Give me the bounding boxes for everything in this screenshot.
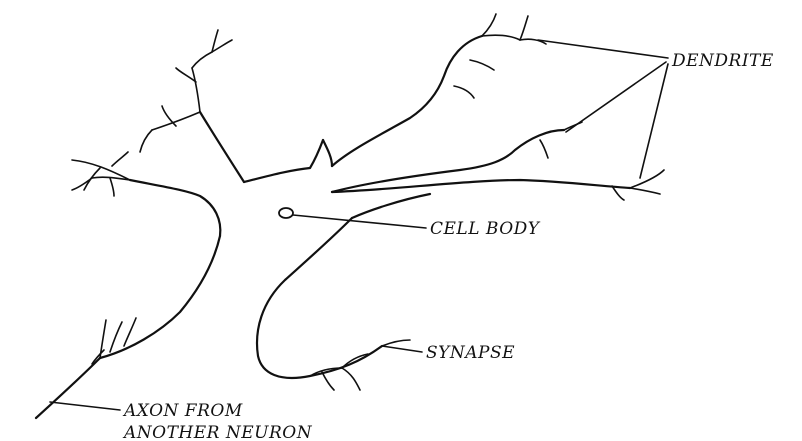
leader-dendrite-mid bbox=[566, 62, 666, 132]
dendrite-top-right bbox=[454, 14, 546, 98]
label-axon-line1: AXON FROM bbox=[122, 401, 243, 421]
soma-lower-left-edge bbox=[100, 236, 220, 358]
label-dendrite: DENDRITE bbox=[671, 51, 774, 71]
leader-axon bbox=[50, 402, 120, 410]
dendrite-left bbox=[72, 152, 130, 196]
soma-upper-right-edge bbox=[332, 36, 482, 166]
nucleus bbox=[279, 208, 293, 218]
label-synapse: SYNAPSE bbox=[426, 343, 515, 363]
leader-cell-body bbox=[293, 215, 426, 228]
soma-long-edge bbox=[352, 194, 430, 218]
soma-left-edge bbox=[130, 180, 220, 236]
dendrite-upper-left bbox=[140, 30, 232, 152]
neuron-outline bbox=[100, 36, 630, 378]
soma-top-spike bbox=[323, 140, 332, 166]
soma-top-inner-edge bbox=[244, 140, 323, 182]
leader-dendrite-top bbox=[538, 40, 668, 58]
leader-lines bbox=[50, 40, 668, 410]
soma-lower-edge bbox=[257, 218, 382, 378]
leader-dendrite-low bbox=[640, 64, 668, 178]
axon-incoming bbox=[36, 318, 136, 418]
label-axon-line2: ANOTHER NEURON bbox=[122, 423, 313, 441]
dendrite-right bbox=[540, 122, 664, 200]
label-cell-body: CELL BODY bbox=[430, 219, 541, 239]
leader-synapse bbox=[382, 346, 422, 352]
soma-top-left-edge bbox=[200, 112, 244, 182]
